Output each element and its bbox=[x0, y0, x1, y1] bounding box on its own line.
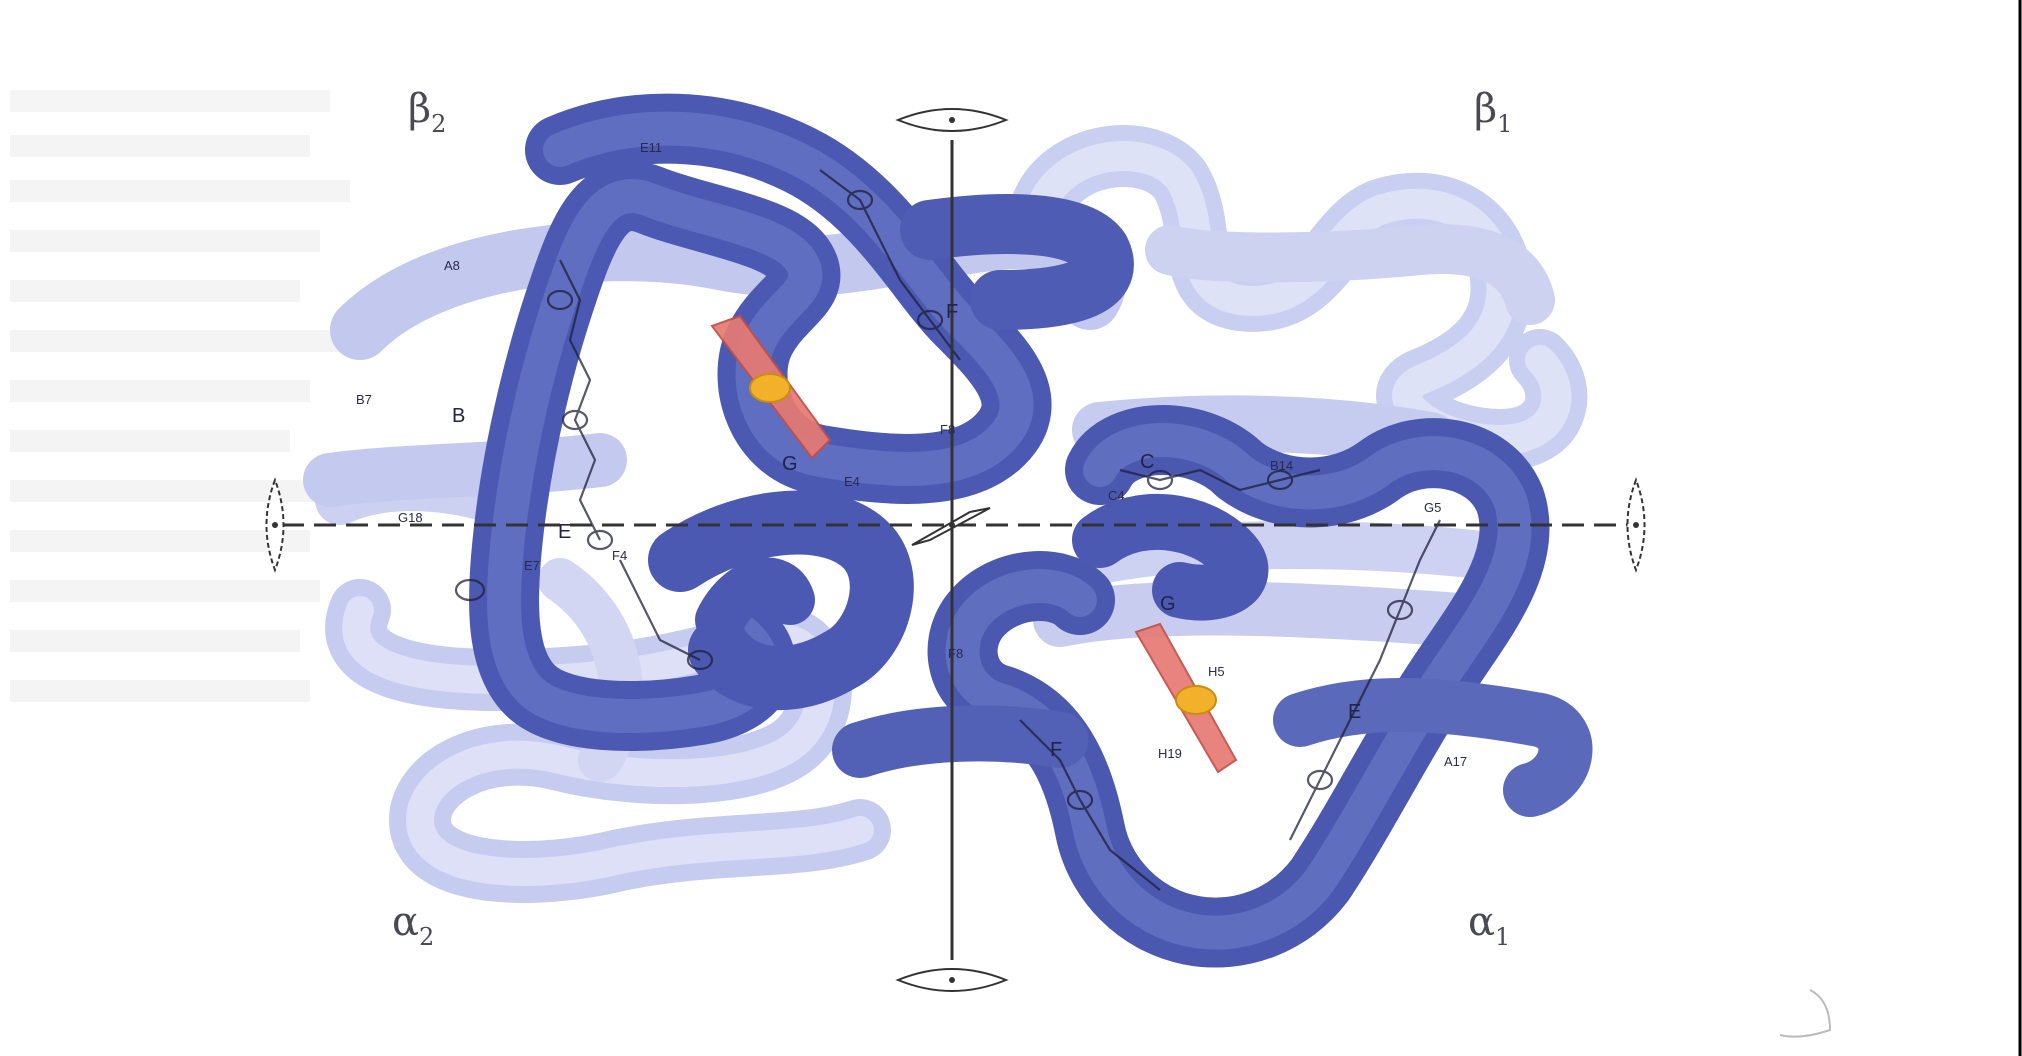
label-beta2: β2 bbox=[408, 86, 446, 138]
residue-label: F8 bbox=[948, 646, 963, 661]
residue-label: G18 bbox=[398, 510, 423, 525]
residue-label: H5 bbox=[1208, 664, 1225, 679]
helix-label: C bbox=[1140, 451, 1154, 473]
residue-label: G5 bbox=[1424, 500, 1441, 515]
helix-label: G bbox=[1160, 593, 1176, 615]
residue-label: F4 bbox=[612, 548, 627, 563]
residue-label: A17 bbox=[1444, 754, 1467, 769]
residue-label: B14 bbox=[1270, 458, 1293, 473]
iron-atom-icon bbox=[1176, 686, 1216, 714]
residue-label: E4 bbox=[844, 474, 860, 489]
helix-label: G bbox=[782, 453, 798, 475]
residue-label: E11 bbox=[640, 140, 662, 155]
helix-label: F bbox=[1050, 739, 1062, 761]
helix-label: B bbox=[452, 405, 465, 427]
helix-label: E bbox=[558, 521, 571, 543]
heme-alpha1 bbox=[1136, 624, 1236, 772]
residue-label: F8 bbox=[940, 422, 955, 437]
iron-atom-icon bbox=[750, 374, 790, 402]
residue-label: C4 bbox=[1108, 488, 1125, 503]
residue-label: A8 bbox=[444, 258, 460, 273]
background-text-ghost bbox=[10, 90, 350, 702]
label-alpha2: α2 bbox=[392, 899, 434, 951]
helix-label: F bbox=[946, 301, 958, 323]
label-beta1: β1 bbox=[1474, 86, 1512, 138]
helix-label: E bbox=[1348, 701, 1361, 723]
residue-label: H19 bbox=[1158, 746, 1182, 761]
residue-label: B7 bbox=[356, 392, 372, 407]
residue-label: E7 bbox=[524, 558, 540, 573]
label-alpha1: α1 bbox=[1468, 899, 1510, 951]
scan-mark bbox=[1780, 990, 1830, 1037]
